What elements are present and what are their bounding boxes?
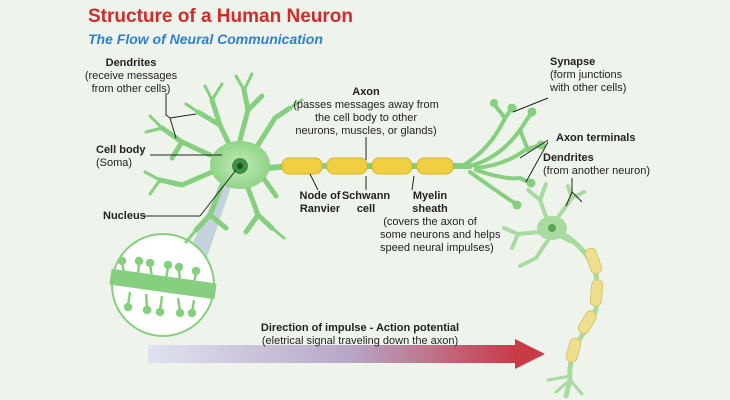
label-myelin-sheath: Myelin sheath (covers the axon of some n… <box>380 190 501 254</box>
label-axon: Axon (passes messages away from the cell… <box>293 86 439 137</box>
label-impulse-direction: Direction of impulse - Action potential … <box>260 322 460 347</box>
label-nucleus: Nucleus <box>103 210 146 222</box>
label-dendrites-other-neuron: Dendrites (from another neuron) <box>543 152 650 177</box>
label-node-of-ranvier: Node of Ranvier <box>299 190 341 215</box>
label-schwann-cell: Schwann cell <box>341 190 391 215</box>
dendrite-spine-detail <box>109 233 217 337</box>
label-cell-body: Cell body (Soma) <box>96 144 146 169</box>
diagram-subtitle: The Flow of Neural Communication <box>88 31 323 47</box>
label-synapse: Synapse (form junctions with other cells… <box>550 56 627 94</box>
second-myelin <box>565 247 604 363</box>
label-dendrites: Dendrites (receive messages from other c… <box>84 57 178 95</box>
label-axon-terminals: Axon terminals <box>556 132 636 144</box>
dendrite-branches <box>157 87 293 235</box>
axon-terminal-branches <box>460 102 542 206</box>
myelin-segments <box>281 157 454 175</box>
diagram-title: Structure of a Human Neuron <box>88 6 353 27</box>
impulse-arrow <box>148 339 545 369</box>
leader-lines <box>142 93 583 217</box>
